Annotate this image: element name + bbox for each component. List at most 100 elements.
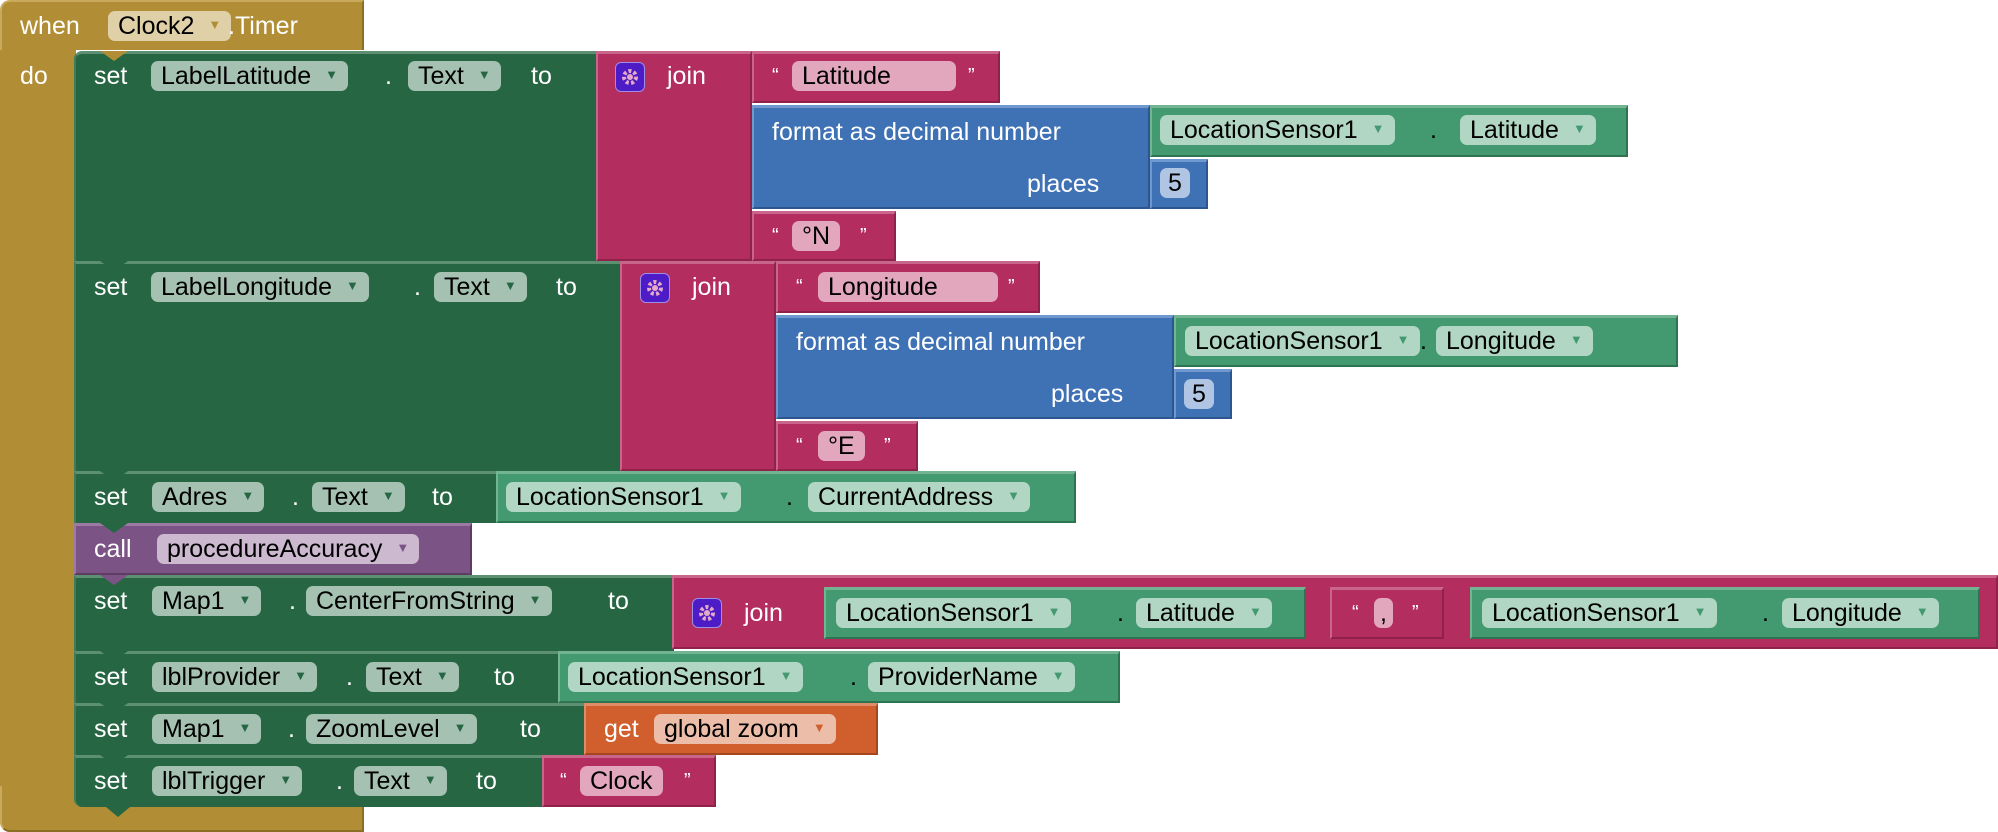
component-dropdown-locationsensor1[interactable]: LocationSensor1▼ [506, 482, 741, 512]
set-block-adres-text[interactable] [74, 471, 498, 523]
open-quote: “ [772, 225, 779, 247]
component-dropdown-locationsensor1[interactable]: LocationSensor1▼ [836, 598, 1071, 628]
text-block-comma[interactable] [1330, 587, 1444, 639]
close-quote: ” [684, 770, 691, 792]
property-dropdown-text[interactable]: Text▼ [354, 766, 447, 796]
set-block-lbltrigger-text[interactable] [74, 755, 544, 807]
property-dropdown-text[interactable]: Text▼ [434, 272, 527, 302]
event-name: .Timer [228, 12, 298, 40]
set-label: set [94, 767, 128, 795]
component-dropdown-clock2[interactable]: Clock2▼ [108, 11, 232, 41]
dot-label: . [336, 767, 343, 795]
close-quote: ” [884, 435, 891, 457]
procedure-dropdown[interactable]: procedureAccuracy▼ [157, 534, 420, 564]
to-label: to [432, 483, 453, 511]
dot-label: . [1117, 599, 1124, 627]
set-block-lblprovider-text[interactable] [74, 651, 560, 703]
statement-notch [100, 51, 128, 61]
dropdown-arrow-icon: ▼ [528, 592, 542, 608]
dropdown-arrow-icon: ▼ [1051, 668, 1065, 684]
dropdown-arrow-icon: ▼ [279, 772, 293, 788]
text-field-clock[interactable]: Clock [580, 766, 663, 796]
open-quote: “ [1352, 602, 1359, 624]
dropdown-arrow-icon: ▼ [238, 592, 252, 608]
component-dropdown-lbltrigger[interactable]: lblTrigger▼ [152, 766, 303, 796]
get-label: get [604, 715, 639, 743]
to-label: to [476, 767, 497, 795]
join-label: join [692, 273, 731, 301]
component-dropdown-map1[interactable]: Map1▼ [152, 714, 262, 744]
statement-notch-bottom [106, 807, 130, 817]
open-quote: “ [560, 770, 567, 792]
dropdown-arrow-icon: ▼ [238, 720, 252, 736]
do-label: do [20, 62, 48, 90]
property-dropdown-longitude[interactable]: Longitude▼ [1436, 326, 1593, 356]
set-label: set [94, 273, 128, 301]
format-decimal-block-longitude[interactable] [776, 315, 1174, 419]
when-label: when [20, 12, 80, 40]
component-dropdown-lblprovider[interactable]: lblProvider▼ [152, 662, 317, 692]
text-field-east[interactable]: °E [818, 431, 865, 461]
number-field-places[interactable]: 5 [1184, 379, 1214, 409]
property-dropdown-latitude[interactable]: Latitude▼ [1136, 598, 1272, 628]
mutator-gear-icon[interactable] [692, 598, 722, 628]
property-dropdown-latitude[interactable]: Latitude▼ [1460, 115, 1596, 145]
dropdown-arrow-icon: ▼ [208, 17, 222, 33]
property-dropdown-text[interactable]: Text▼ [408, 61, 501, 91]
close-quote: ” [968, 65, 975, 87]
mutator-gear-icon[interactable] [640, 273, 670, 303]
places-label: places [1051, 380, 1124, 408]
dot-label: . [288, 715, 295, 743]
number-field-places[interactable]: 5 [1160, 168, 1190, 198]
to-label: to [531, 62, 552, 90]
component-dropdown-locationsensor1[interactable]: LocationSensor1▼ [1482, 598, 1717, 628]
join-label: join [667, 62, 706, 90]
text-field-longitude[interactable]: Longitude [818, 272, 998, 302]
statement-notch [100, 261, 128, 271]
set-label: set [94, 587, 128, 615]
variable-dropdown-global-zoom[interactable]: global zoom▼ [654, 714, 836, 744]
to-label: to [608, 587, 629, 615]
statement-notch [100, 755, 128, 765]
mutator-gear-icon[interactable] [615, 62, 645, 92]
property-dropdown-text[interactable]: Text▼ [312, 482, 405, 512]
text-block-clock[interactable] [542, 755, 716, 807]
statement-notch [100, 651, 128, 661]
dot-label: . [1420, 327, 1427, 355]
dot-label: . [1430, 116, 1437, 144]
dropdown-arrow-icon: ▼ [779, 668, 793, 684]
text-field-comma[interactable]: , [1374, 598, 1393, 628]
property-dropdown-providername[interactable]: ProviderName▼ [868, 662, 1075, 692]
dropdown-arrow-icon: ▼ [1396, 332, 1410, 348]
dropdown-arrow-icon: ▼ [1915, 604, 1929, 620]
property-dropdown-zoomlevel[interactable]: ZoomLevel▼ [306, 714, 477, 744]
component-dropdown-labellongitude[interactable]: LabelLongitude▼ [151, 272, 369, 302]
dropdown-arrow-icon: ▼ [453, 720, 467, 736]
text-field-north[interactable]: °N [792, 221, 841, 251]
property-dropdown-text[interactable]: Text▼ [366, 662, 459, 692]
dropdown-arrow-icon: ▼ [1693, 604, 1707, 620]
dot-label: . [1762, 599, 1769, 627]
property-dropdown-currentaddress[interactable]: CurrentAddress▼ [808, 482, 1030, 512]
component-dropdown-adres[interactable]: Adres▼ [152, 482, 265, 512]
dot-label: . [289, 587, 296, 615]
component-dropdown-map1[interactable]: Map1▼ [152, 586, 262, 616]
text-field-latitude[interactable]: Latitude [792, 61, 956, 91]
close-quote: ” [860, 225, 867, 247]
dropdown-arrow-icon: ▼ [1248, 604, 1262, 620]
dropdown-arrow-icon: ▼ [1572, 121, 1586, 137]
property-dropdown-centerfromstring[interactable]: CenterFromString▼ [306, 586, 552, 616]
dot-label: . [385, 62, 392, 90]
property-dropdown-longitude[interactable]: Longitude▼ [1782, 598, 1939, 628]
dot-label: . [414, 273, 421, 301]
component-dropdown-labellatitude[interactable]: LabelLatitude▼ [151, 61, 349, 91]
format-decimal-block-latitude[interactable] [752, 105, 1150, 209]
dot-label: . [786, 483, 793, 511]
component-dropdown-locationsensor1[interactable]: LocationSensor1▼ [1185, 326, 1420, 356]
dropdown-arrow-icon: ▼ [423, 772, 437, 788]
dropdown-arrow-icon: ▼ [435, 668, 449, 684]
dropdown-arrow-icon: ▼ [477, 67, 491, 83]
component-dropdown-locationsensor1[interactable]: LocationSensor1▼ [568, 662, 803, 692]
component-dropdown-locationsensor1[interactable]: LocationSensor1▼ [1160, 115, 1395, 145]
dropdown-arrow-icon: ▼ [1007, 488, 1020, 504]
